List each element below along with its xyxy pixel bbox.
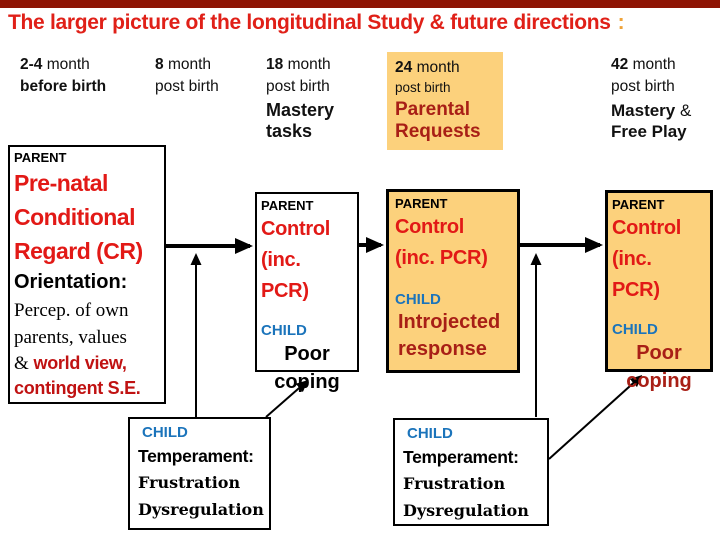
top-red-bar [0, 0, 720, 8]
control-line: Control [612, 217, 681, 239]
worldview-text: world view, [33, 353, 127, 373]
task-amp: & [680, 101, 692, 120]
cr-line: Pre-natal [14, 170, 108, 196]
timeline-label: 8 month [155, 54, 219, 76]
control-line: Control [395, 216, 464, 238]
control-line: (inc. [261, 249, 301, 271]
cr-line: Conditional [14, 204, 135, 230]
outcome-line: coping [274, 371, 340, 393]
timeline-sub: post birth [395, 80, 451, 95]
timeline-unit: month [167, 56, 212, 73]
timeline-num: 24 [395, 59, 413, 76]
timeline-label: 42 month [611, 54, 691, 76]
child-label: CHILD [142, 424, 188, 441]
control-line: Control [261, 218, 330, 240]
ampersand: & [14, 353, 29, 374]
cr-line: Regard (CR) [14, 238, 143, 264]
task-line: Requests [395, 121, 481, 142]
perception-line: parents, values [14, 327, 127, 348]
child-label: CHILD [395, 291, 441, 308]
outcome-line: response [398, 338, 487, 360]
introjected-response-text: Introjected response [395, 309, 511, 363]
frustration-line: Frustration [138, 473, 241, 492]
timeline-unit: month [632, 56, 676, 73]
timeline-header-18-month: 18 month post birth Mastery tasks [266, 54, 358, 142]
parent-label: PARENT [612, 197, 665, 212]
control-box-42m: PARENT Control (inc. PCR) CHILD Poor cop… [605, 190, 713, 392]
slide-title-colon: : [617, 11, 625, 34]
slide-title-text: The larger picture of the longitudinal S… [8, 11, 611, 34]
timeline-header-24-month: 24 month post birth Parental Requests [387, 52, 503, 150]
timeline-sub: post birth [155, 78, 219, 95]
timeline-sub: post birth [611, 78, 675, 95]
timeline-num: 42 [611, 56, 629, 73]
timeline-task-parental-requests: Parental Requests [395, 99, 495, 143]
temperament-box-2: CHILD Temperament: Frustration Dysregula… [393, 418, 549, 526]
task-line: Free Play [611, 121, 691, 142]
timeline-num: 2-4 [20, 56, 43, 73]
task-bold: Free Play [611, 122, 687, 141]
dysregulation-line: Dysregulation [138, 500, 264, 519]
timeline-sub: post birth [266, 78, 330, 95]
parent-label: PARENT [14, 150, 67, 165]
control-box-18m: PARENT Control (inc. PCR) CHILD Poor cop… [255, 192, 359, 393]
task-bold: Mastery [611, 101, 676, 120]
control-line: (inc. PCR) [395, 247, 488, 269]
temperament-box-1: CHILD Temperament: Frustration Dysregula… [128, 417, 271, 530]
child-label: CHILD [612, 321, 658, 338]
temperament-title: Temperament: [403, 447, 519, 467]
child-label: CHILD [407, 425, 453, 442]
worldview-line: & world view, [14, 351, 160, 376]
outcome-line: coping [626, 370, 692, 392]
perception-line: Percep. of own [14, 300, 129, 321]
timeline-label: 24 month [395, 57, 495, 78]
poor-coping-text: Poor coping [612, 339, 706, 395]
parent-label: PARENT [261, 198, 314, 213]
parent-label: PARENT [395, 196, 448, 211]
child-label: CHILD [261, 322, 307, 339]
timeline-label: 18 month [266, 54, 358, 76]
outcome-line: Poor [636, 342, 682, 364]
timeline-header-2-4-month: 2-4 month before birth [20, 54, 106, 98]
timeline-unit: month [416, 59, 460, 76]
task-line: Parental [395, 99, 470, 120]
poor-coping-text: Poor coping [261, 340, 353, 396]
outcome-line: Introjected [398, 311, 501, 333]
timeline-task-mastery: Mastery tasks [266, 100, 335, 141]
timeline-num: 8 [155, 56, 164, 73]
timeline-num: 18 [266, 56, 284, 73]
timeline-unit: month [287, 56, 331, 73]
control-line: PCR) [261, 280, 309, 302]
dysregulation-line: Dysregulation [403, 501, 529, 520]
timeline-label: 2-4 month [20, 54, 106, 76]
task-line: Mastery & [611, 100, 691, 121]
timeline-header-8-month: 8 month post birth [155, 54, 219, 98]
slide-title: The larger picture of the longitudinal S… [8, 11, 625, 35]
orientation-label: Orientation: [14, 271, 128, 293]
timeline-sub: before birth [20, 78, 107, 95]
timeline-header-42-month: 42 month post birth Mastery & Free Play [611, 54, 691, 142]
timeline-unit: month [46, 56, 90, 73]
timeline-task-mastery-freeplay: Mastery & Free Play [611, 100, 691, 142]
control-box-24m: PARENT Control (inc. PCR) CHILD Introjec… [386, 189, 520, 373]
control-line: PCR) [612, 279, 660, 301]
frustration-line: Frustration [403, 474, 506, 493]
contingent-se-line: contingent S.E. [14, 378, 141, 398]
outcome-line: Poor [284, 343, 330, 365]
control-line: (inc. [612, 248, 652, 270]
prenatal-cr-box: PARENT Pre-natal Conditional Regard (CR)… [8, 145, 166, 404]
temperament-title: Temperament: [138, 446, 254, 466]
